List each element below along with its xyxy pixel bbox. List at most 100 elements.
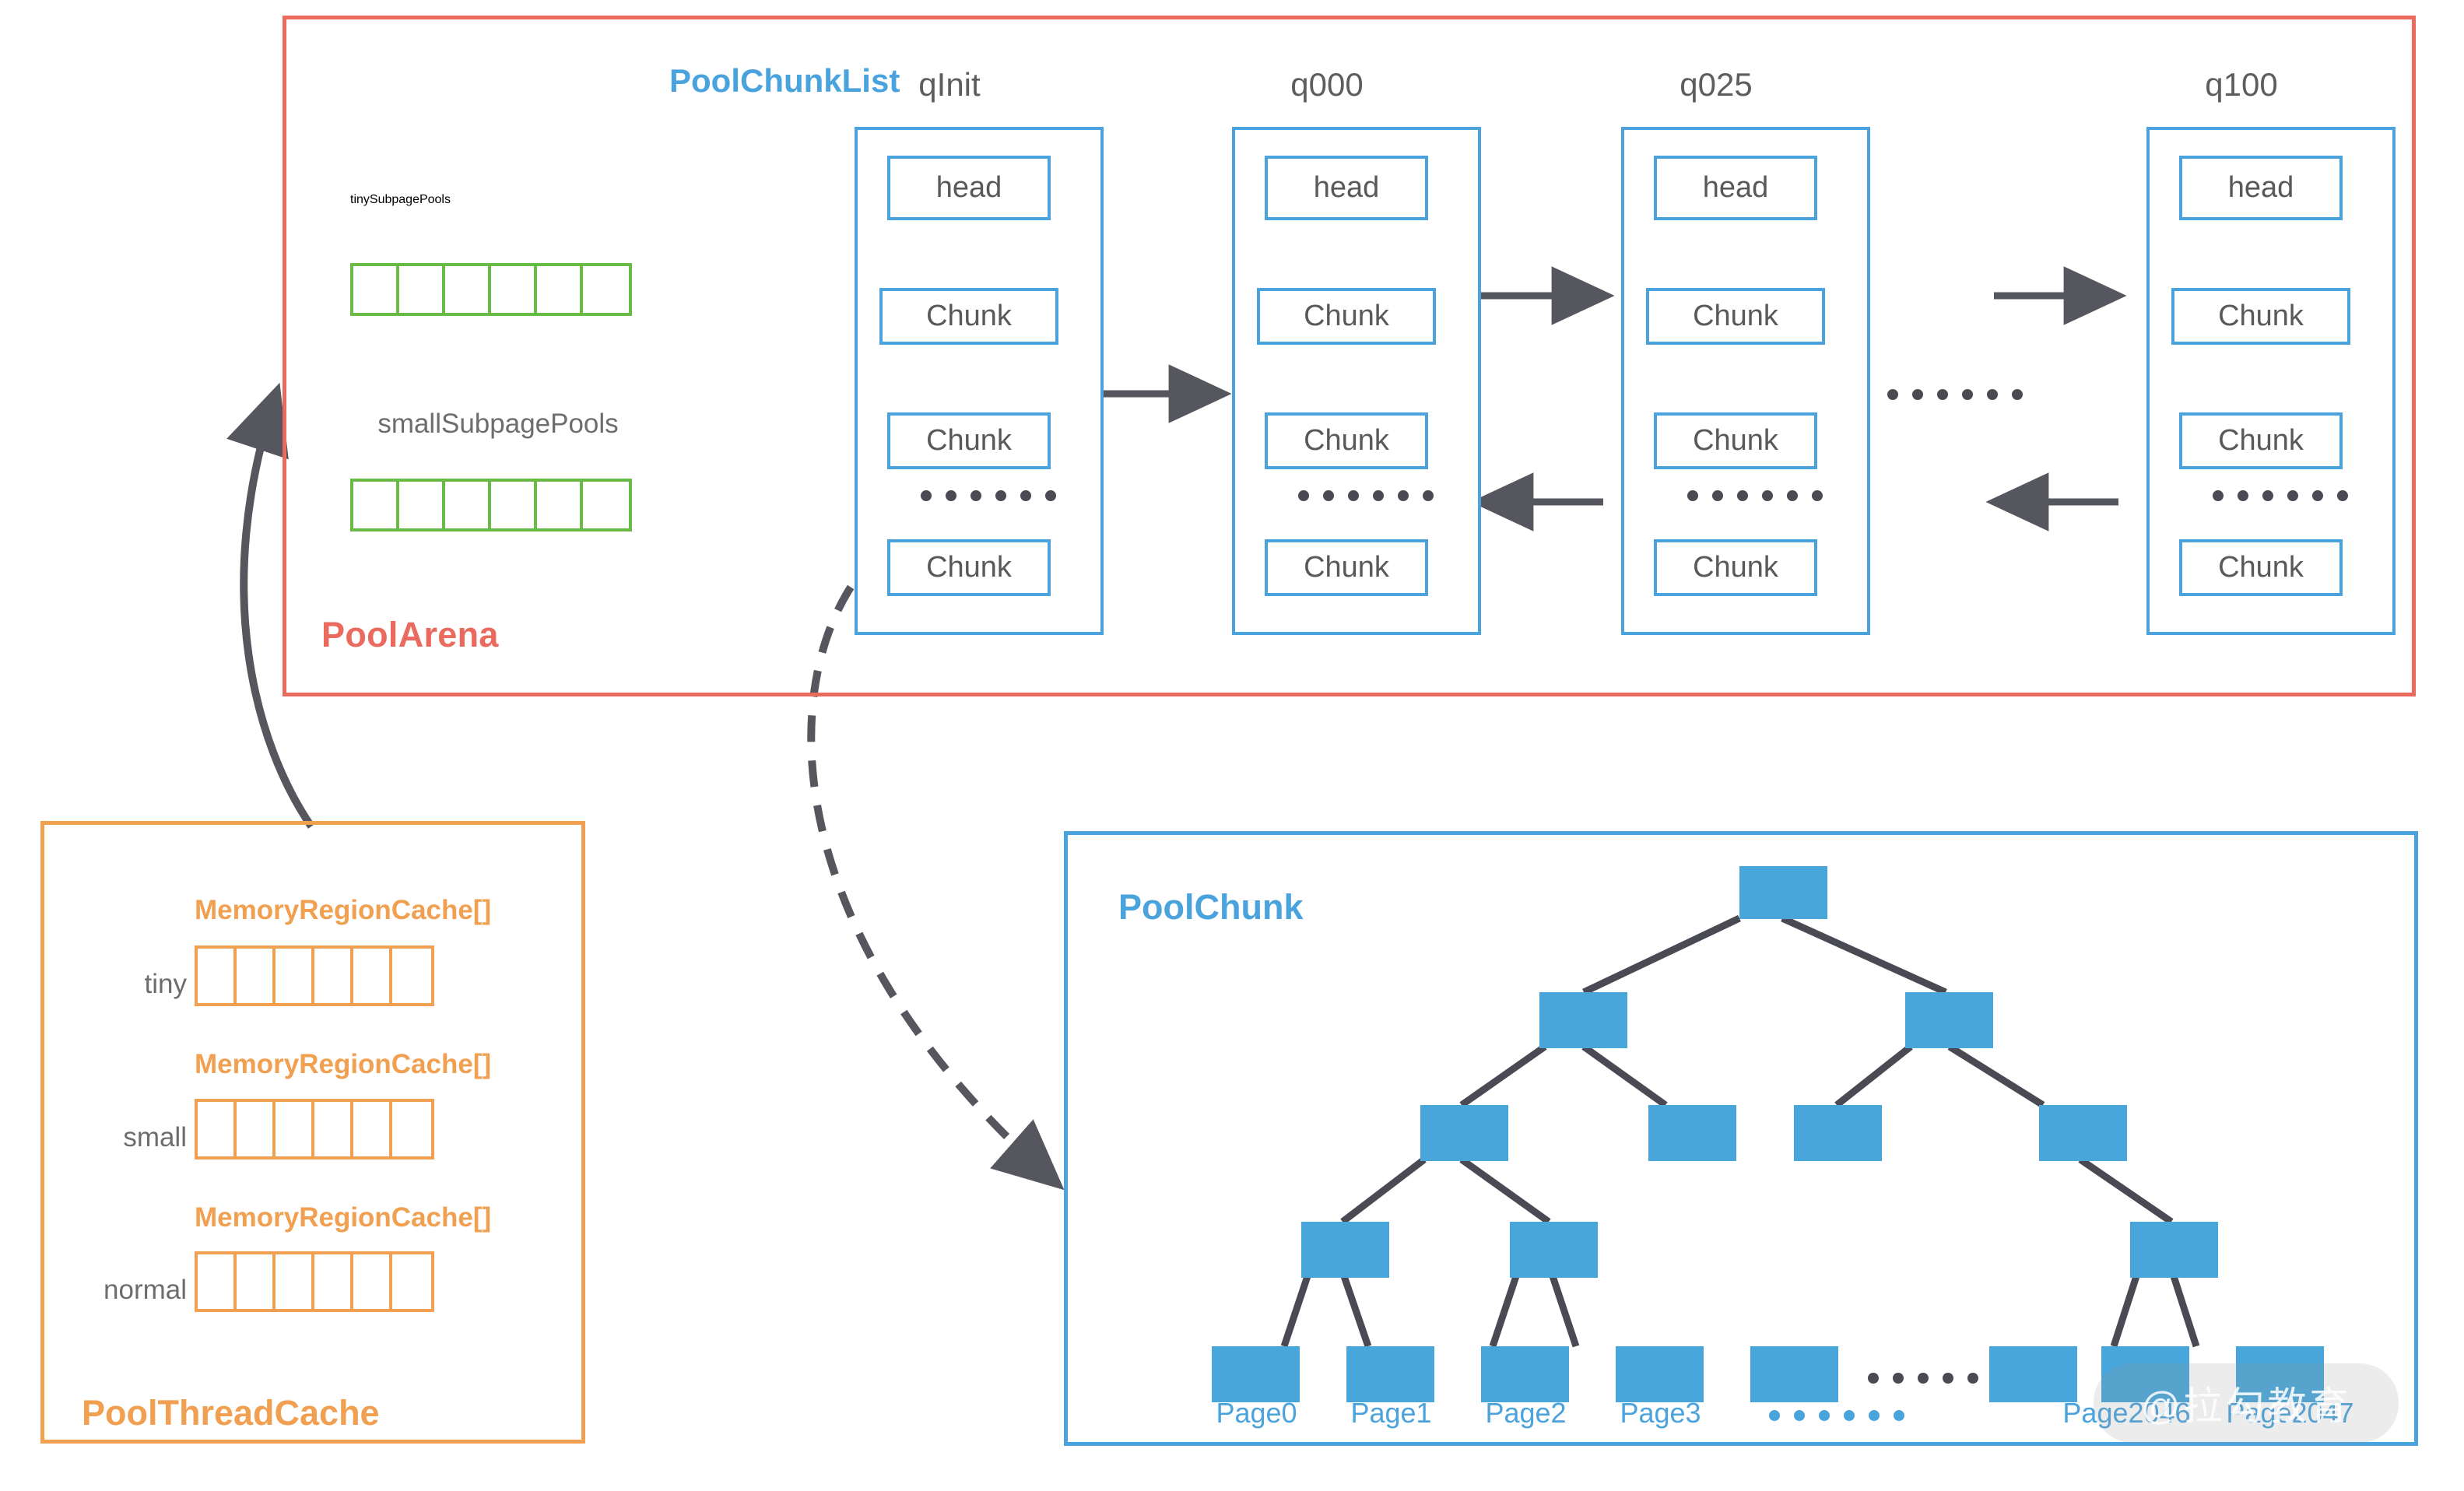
threadcache-row-label-tiny: tiny xyxy=(144,969,187,999)
poolchunk-page-node[interactable] xyxy=(2101,1346,2189,1402)
cache-cell[interactable] xyxy=(392,1254,431,1309)
chunklist-node-head[interactable]: head xyxy=(2179,156,2343,220)
poolthreadcache-container xyxy=(40,821,585,1444)
page-label-2047: Page2047 xyxy=(2226,1397,2354,1429)
cache-cell[interactable] xyxy=(392,949,431,1003)
chunklist-node-chunk[interactable]: Chunk xyxy=(879,288,1058,345)
poolchunk-tree-node[interactable] xyxy=(1420,1105,1508,1161)
cache-cell[interactable] xyxy=(314,1102,353,1156)
cache-cell[interactable] xyxy=(198,1254,237,1309)
poolchunk-tree-node[interactable] xyxy=(1905,992,1993,1048)
chunklist-title-qinit: qInit xyxy=(918,66,981,103)
poolchunk-page-node[interactable] xyxy=(2236,1346,2324,1402)
subpage-cell[interactable] xyxy=(583,266,629,313)
chunklist-ellipsis xyxy=(1687,490,1823,501)
memoryregioncache-array-small[interactable] xyxy=(195,1099,434,1159)
poolchunk-tree-node[interactable] xyxy=(1539,992,1627,1048)
cache-cell[interactable] xyxy=(276,1254,314,1309)
subpage-cell[interactable] xyxy=(399,482,445,528)
chunklist-between-ellipsis xyxy=(1887,389,2023,400)
chunklist-node-chunk[interactable]: Chunk xyxy=(1654,539,1817,596)
subpage-cell[interactable] xyxy=(353,266,399,313)
chunklist-ellipsis xyxy=(2213,490,2348,501)
poolchunk-container xyxy=(1064,831,2418,1446)
chunklist-node-chunk[interactable]: Chunk xyxy=(2179,412,2343,469)
chunklist-node-chunk[interactable]: Chunk xyxy=(887,412,1051,469)
poolthreadcache-label: PoolThreadCache xyxy=(82,1393,380,1433)
cache-cell[interactable] xyxy=(353,949,392,1003)
subpage-cell[interactable] xyxy=(445,266,491,313)
threadcache-row-label-normal: normal xyxy=(104,1275,187,1305)
page-label-0: Page0 xyxy=(1216,1397,1297,1429)
small-subpage-pools-array[interactable] xyxy=(350,479,632,531)
chunklist-node-chunk[interactable]: Chunk xyxy=(887,539,1051,596)
poolarena-container xyxy=(283,16,2416,696)
chunklist-node-chunk[interactable]: Chunk xyxy=(1265,539,1428,596)
watermark: @拉勾教育 xyxy=(2094,1363,2399,1443)
poolchunk-page-node[interactable] xyxy=(1212,1346,1300,1402)
poolchunk-page-node[interactable] xyxy=(1346,1346,1434,1402)
cache-cell[interactable] xyxy=(314,1254,353,1309)
poolchunk-page-node[interactable] xyxy=(1989,1346,2077,1402)
chunklist-node-chunk[interactable]: Chunk xyxy=(2171,288,2350,345)
page-label-3: Page3 xyxy=(1620,1397,1701,1429)
chunklist-node-chunk[interactable]: Chunk xyxy=(2179,539,2343,596)
page-label-2: Page2 xyxy=(1485,1397,1567,1429)
cache-cell[interactable] xyxy=(314,949,353,1003)
poolchunk-tree-node-root[interactable] xyxy=(1739,866,1827,919)
chunklist-title-q025: q025 xyxy=(1680,66,1753,103)
poolchunk-tree-node[interactable] xyxy=(2039,1105,2127,1161)
chunklist-node-head[interactable]: head xyxy=(887,156,1051,220)
chunklist-ellipsis xyxy=(1298,490,1434,501)
subpage-cell[interactable] xyxy=(583,482,629,528)
page-label-2046: Page2046 xyxy=(2062,1397,2191,1429)
chunklist-node-head[interactable]: head xyxy=(1265,156,1428,220)
cache-cell[interactable] xyxy=(237,1102,276,1156)
memoryregioncache-title-normal: MemoryRegionCache[] xyxy=(195,1202,492,1233)
cache-cell[interactable] xyxy=(353,1254,392,1309)
cache-cell[interactable] xyxy=(237,1254,276,1309)
cache-cell[interactable] xyxy=(198,949,237,1003)
tiny-subpage-pools-title: tinySubpagePools xyxy=(350,193,451,206)
threadcache-row-label-small: small xyxy=(123,1122,187,1152)
small-subpage-pools-title: smallSubpagePools xyxy=(377,409,619,439)
cache-cell[interactable] xyxy=(237,949,276,1003)
poolchunk-tree-node[interactable] xyxy=(1794,1105,1882,1161)
tiny-subpage-pools-array[interactable] xyxy=(350,263,632,316)
subpage-cell[interactable] xyxy=(353,482,399,528)
poolchunk-tree-node[interactable] xyxy=(1510,1222,1598,1278)
chunklist-node-chunk[interactable]: Chunk xyxy=(1265,412,1428,469)
memoryregioncache-array-normal[interactable] xyxy=(195,1251,434,1312)
memoryregioncache-array-tiny[interactable] xyxy=(195,945,434,1006)
poolchunk-tree-node[interactable] xyxy=(2130,1222,2218,1278)
chunklist-node-chunk[interactable]: Chunk xyxy=(1646,288,1825,345)
cache-cell[interactable] xyxy=(392,1102,431,1156)
chunklist-node-chunk[interactable]: Chunk xyxy=(1654,412,1817,469)
poolchunk-label: PoolChunk xyxy=(1118,887,1304,927)
cache-cell[interactable] xyxy=(276,1102,314,1156)
chunklist-node-chunk[interactable]: Chunk xyxy=(1257,288,1436,345)
poolchunk-tree-node[interactable] xyxy=(1301,1222,1389,1278)
chunklist-title-q100: q100 xyxy=(2205,66,2278,103)
cache-cell[interactable] xyxy=(276,949,314,1003)
poolchunk-page-node[interactable] xyxy=(1750,1346,1838,1402)
subpage-cell[interactable] xyxy=(491,482,537,528)
subpage-cell[interactable] xyxy=(399,266,445,313)
memoryregioncache-title-tiny: MemoryRegionCache[] xyxy=(195,895,492,925)
page-label-ellipsis xyxy=(1769,1410,1904,1421)
poolchunk-page-node[interactable] xyxy=(1481,1346,1569,1402)
subpage-cell[interactable] xyxy=(537,482,583,528)
poolchunk-page-node[interactable] xyxy=(1616,1346,1704,1402)
poolchunklist-label: PoolChunkList xyxy=(669,62,900,99)
subpage-cell[interactable] xyxy=(491,266,537,313)
subpage-cell[interactable] xyxy=(537,266,583,313)
poolchunk-tree-node[interactable] xyxy=(1648,1105,1736,1161)
subpage-cell[interactable] xyxy=(445,482,491,528)
chunklist-title-q000: q000 xyxy=(1290,66,1364,103)
cache-cell[interactable] xyxy=(198,1102,237,1156)
cache-cell[interactable] xyxy=(353,1102,392,1156)
poolarena-label: PoolArena xyxy=(321,615,499,654)
memoryregioncache-title-small: MemoryRegionCache[] xyxy=(195,1049,492,1079)
chunklist-node-head[interactable]: head xyxy=(1654,156,1817,220)
